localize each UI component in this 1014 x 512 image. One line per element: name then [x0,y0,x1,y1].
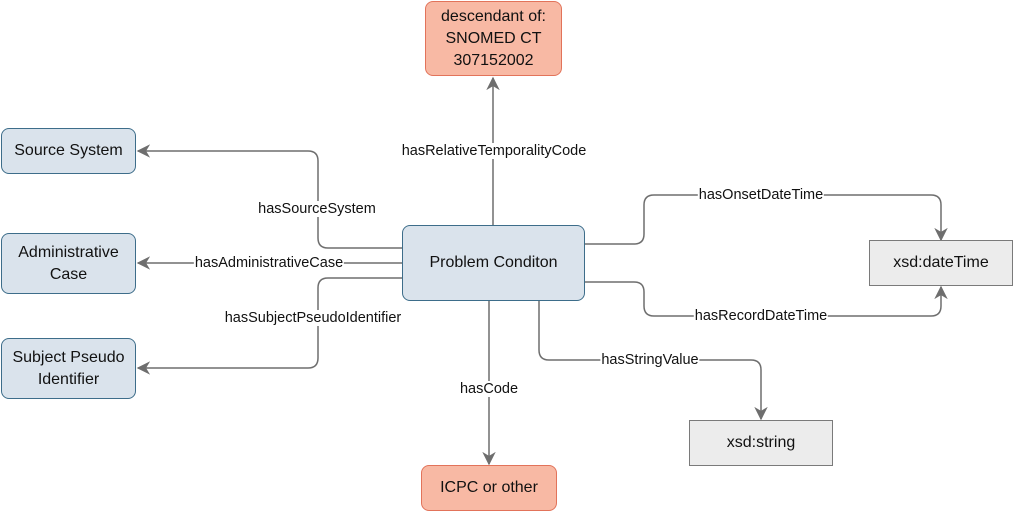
edge-has-source-system [136,144,403,249]
node-subject-pseudo-identifier[interactable]: Subject Pseudo Identifier [1,338,136,399]
node-source-system-label: Source System [14,142,123,159]
node-source-system[interactable]: Source System [1,128,136,174]
node-problem-condition[interactable]: Problem Conditon [402,225,585,301]
label-has-relative-temporality-code: hasRelativeTemporalityCode [400,143,588,159]
node-snomed-line-1: descendant of: [441,7,546,25]
node-snomed-ct[interactable]: descendant of: SNOMED CT 307152002 [425,1,562,76]
node-xsd-string[interactable]: xsd:string [689,420,833,466]
node-administrative-case-line-2: Case [49,265,88,283]
edge-has-record-date-time [584,281,948,317]
node-icpc-label: ICPC or other [440,479,538,496]
node-problem-condition-label: Problem Conditon [429,254,558,271]
label-has-string-value: hasStringValue [600,352,700,368]
node-snomed-line-3: 307152002 [453,51,534,69]
node-xsd-string-label: xsd:string [726,434,796,451]
node-administrative-case[interactable]: Administrative Case [1,233,136,294]
node-administrative-case-line-1: Administrative [18,243,119,261]
node-subject-pseudo-line-2: Identifier [37,370,100,388]
node-subject-pseudo-line-1: Subject Pseudo [12,348,125,366]
edge-has-onset-date-time [584,194,948,245]
label-has-onset-date-time: hasOnsetDateTime [697,187,825,203]
label-has-record-date-time: hasRecordDateTime [693,308,829,324]
node-snomed-line-2: SNOMED CT [445,29,542,47]
label-has-code: hasCode [458,381,520,397]
label-has-administrative-case: hasAdministrativeCase [193,255,345,271]
node-xsd-datetime-label: xsd:dateTime [893,254,989,271]
label-has-subject-pseudo-identifier: hasSubjectPseudoIdentifier [223,310,403,326]
node-xsd-datetime[interactable]: xsd:dateTime [869,240,1013,286]
label-has-source-system: hasSourceSystem [257,201,377,217]
node-icpc[interactable]: ICPC or other [421,465,557,511]
